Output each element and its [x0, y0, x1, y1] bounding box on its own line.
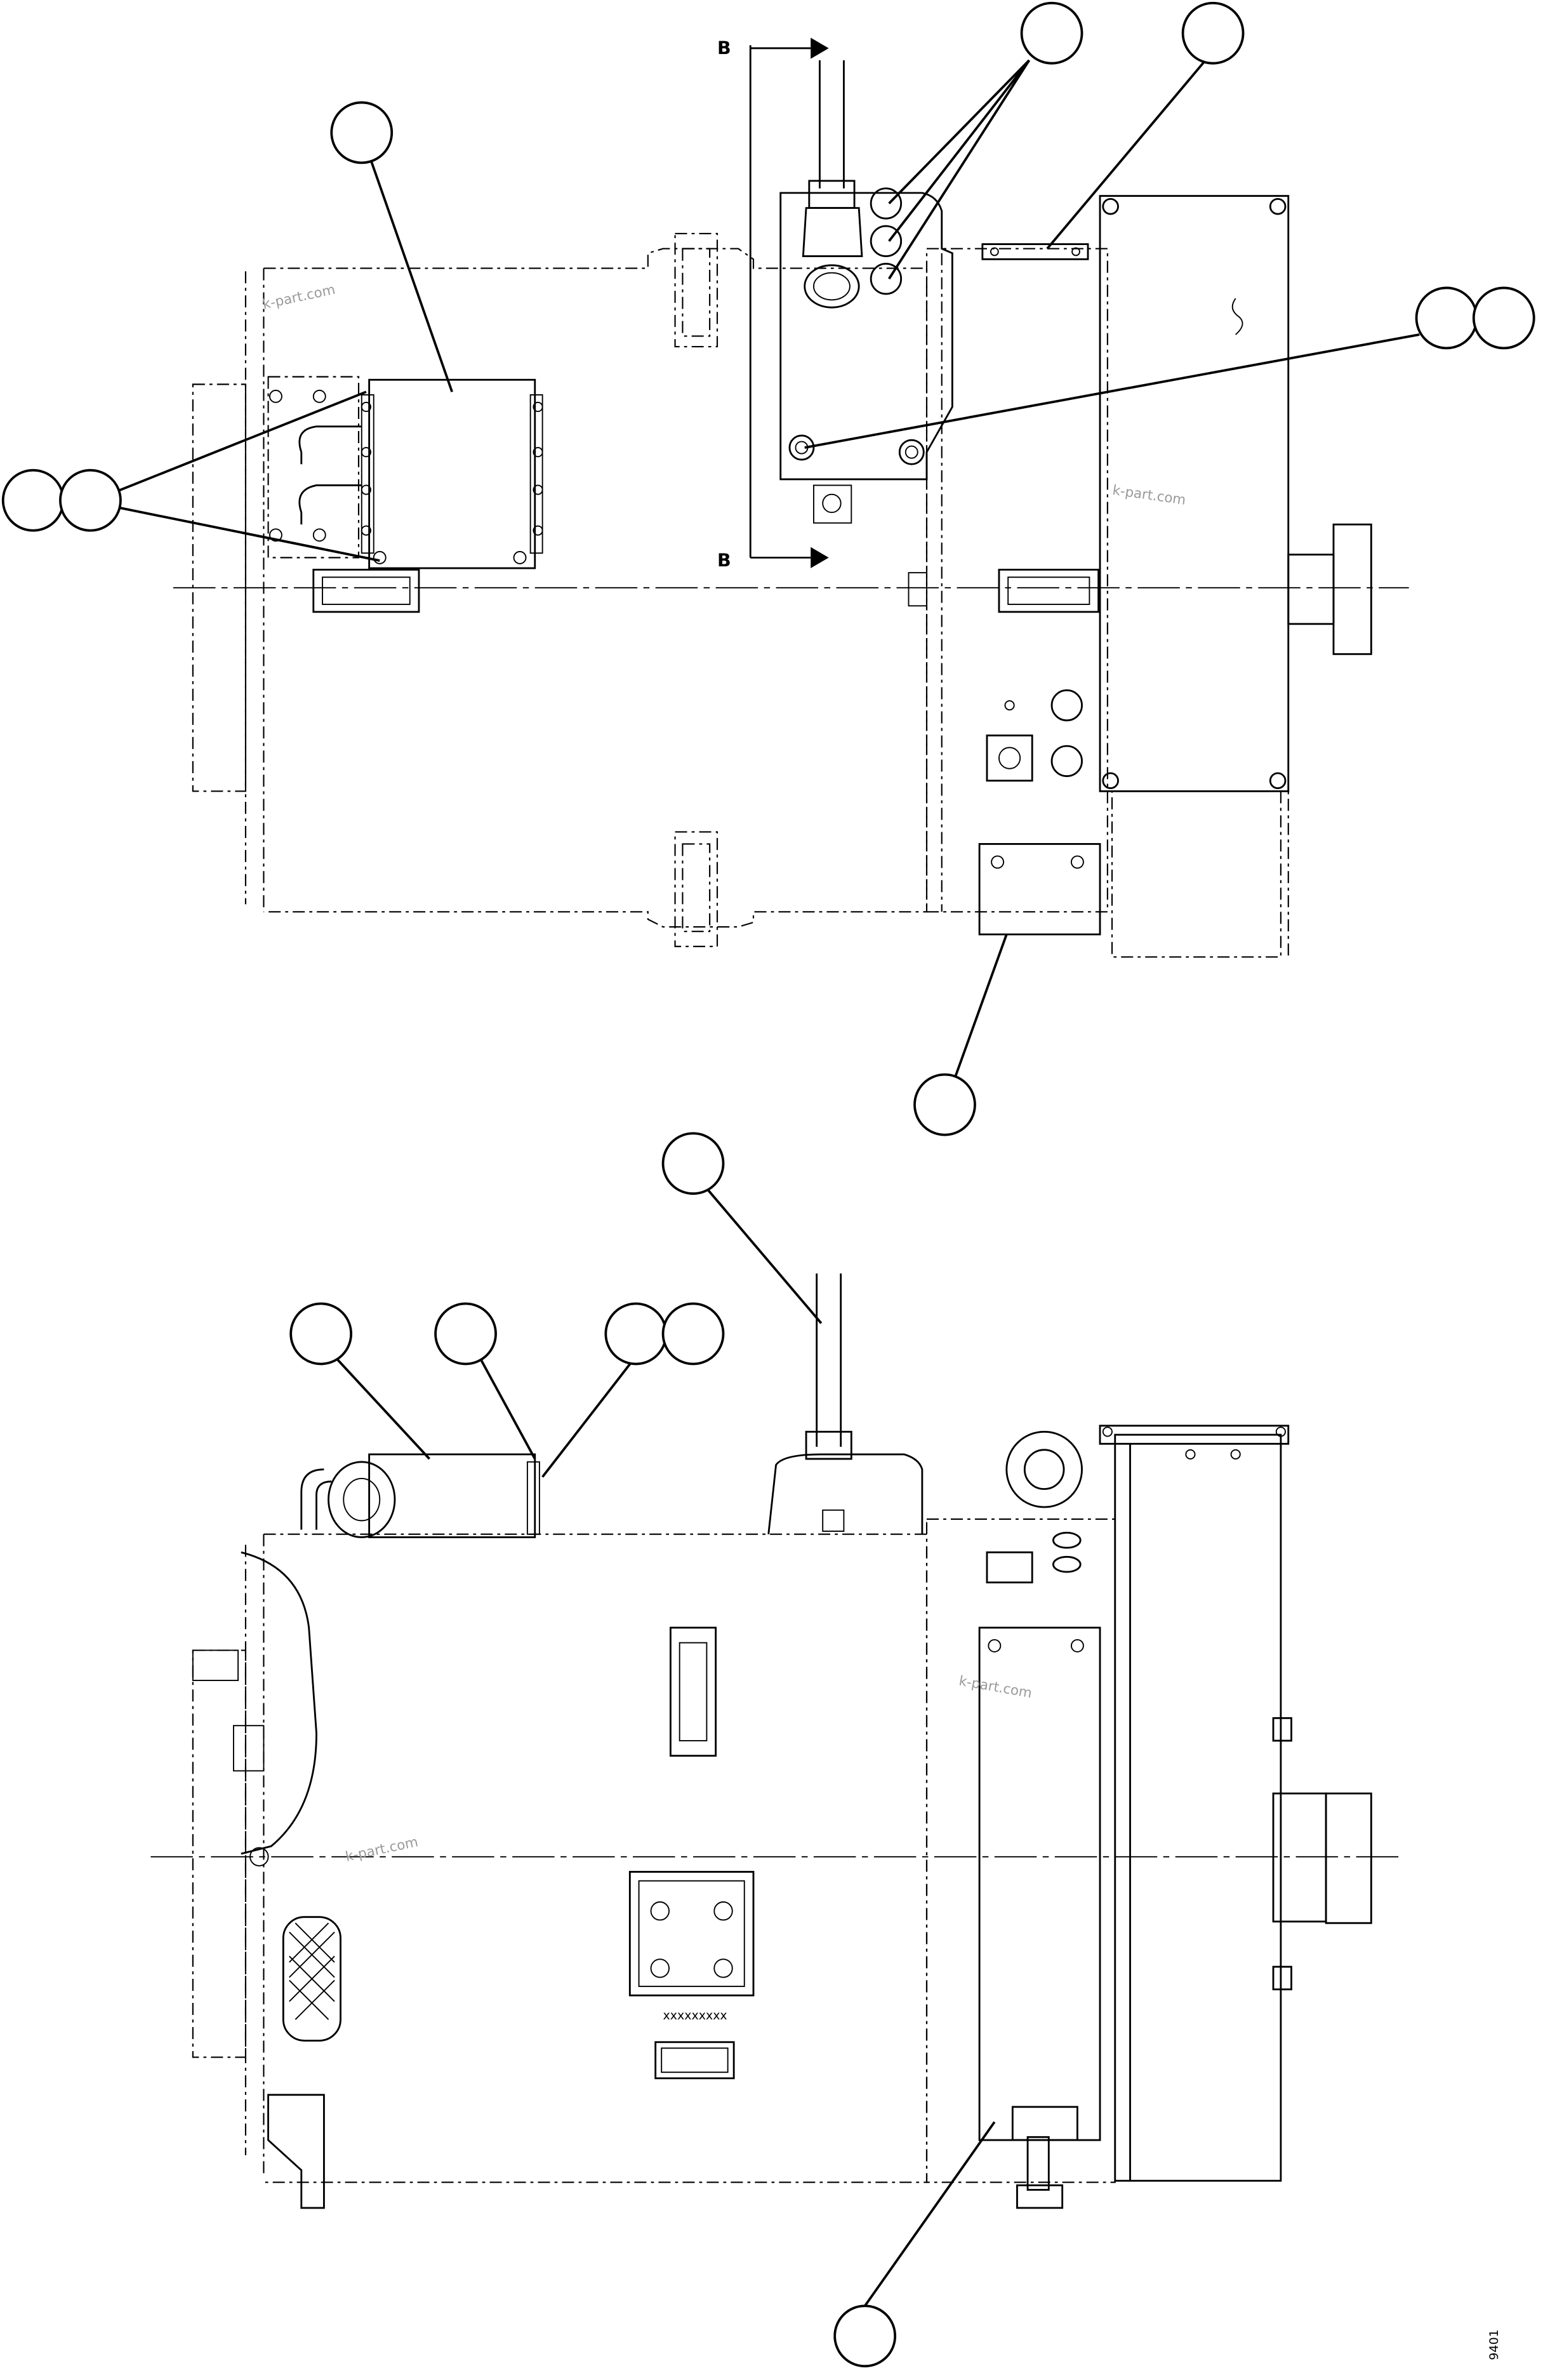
side-access-panel [978, 1626, 1101, 2141]
callout-bubble [913, 1073, 976, 1136]
callout-bubble [1415, 286, 1478, 350]
callout-bubble [1181, 1, 1245, 65]
top-view: B B [173, 37, 1409, 958]
strap-bracket [981, 243, 1089, 260]
bottom-mount-plate [978, 843, 1101, 936]
side-output-flange [1325, 1792, 1372, 1924]
section-label-top: B [717, 37, 731, 58]
bottom-lug [674, 831, 719, 947]
callout-bubble [1020, 1, 1083, 65]
section-label-bottom: B [717, 550, 731, 571]
pad-right [998, 568, 1100, 613]
callout-bubble [59, 469, 122, 532]
watermark: k-part.com [1111, 482, 1187, 509]
callout-bubble [661, 1302, 725, 1366]
callout-bubble [604, 1302, 668, 1366]
mount-square [628, 1871, 755, 1997]
watermark: k-part.com [344, 1834, 420, 1865]
side-valve-head [767, 1453, 924, 1534]
callout-bubble [833, 2304, 897, 2368]
valve-fitting [804, 264, 860, 309]
side-housing-outline [263, 1533, 928, 2183]
callout-bubble [1472, 286, 1535, 350]
port-2 [870, 225, 903, 258]
output-flange [1332, 523, 1372, 655]
junction-box [368, 378, 536, 569]
callout-bubble [289, 1302, 353, 1366]
leader-lines [89, 59, 1420, 2307]
watermark: k-part.com [261, 282, 336, 313]
callout-bubble [1, 469, 65, 532]
svg-text:xxxxxxxxx: xxxxxxxxx [663, 2009, 727, 2023]
side-end-cover [1114, 1433, 1282, 2182]
side-view: xxxxxxxxx [150, 1273, 1401, 2209]
name-plate [654, 2041, 735, 2080]
port-1 [870, 187, 903, 220]
top-lug [674, 232, 719, 348]
lifting-eye [1005, 1430, 1083, 1508]
sheet-code: 9401 [1487, 2329, 1501, 2360]
mesh-grille [282, 1916, 341, 2042]
callout-bubble [661, 1132, 725, 1195]
coupling-hose [241, 1551, 317, 1855]
side-junction-box [368, 1453, 536, 1538]
callout-bubble [434, 1302, 497, 1366]
callout-bubble [330, 101, 394, 164]
watermark: k-part.com [958, 1673, 1033, 1701]
port-3 [870, 263, 903, 295]
pad-left [312, 568, 420, 613]
